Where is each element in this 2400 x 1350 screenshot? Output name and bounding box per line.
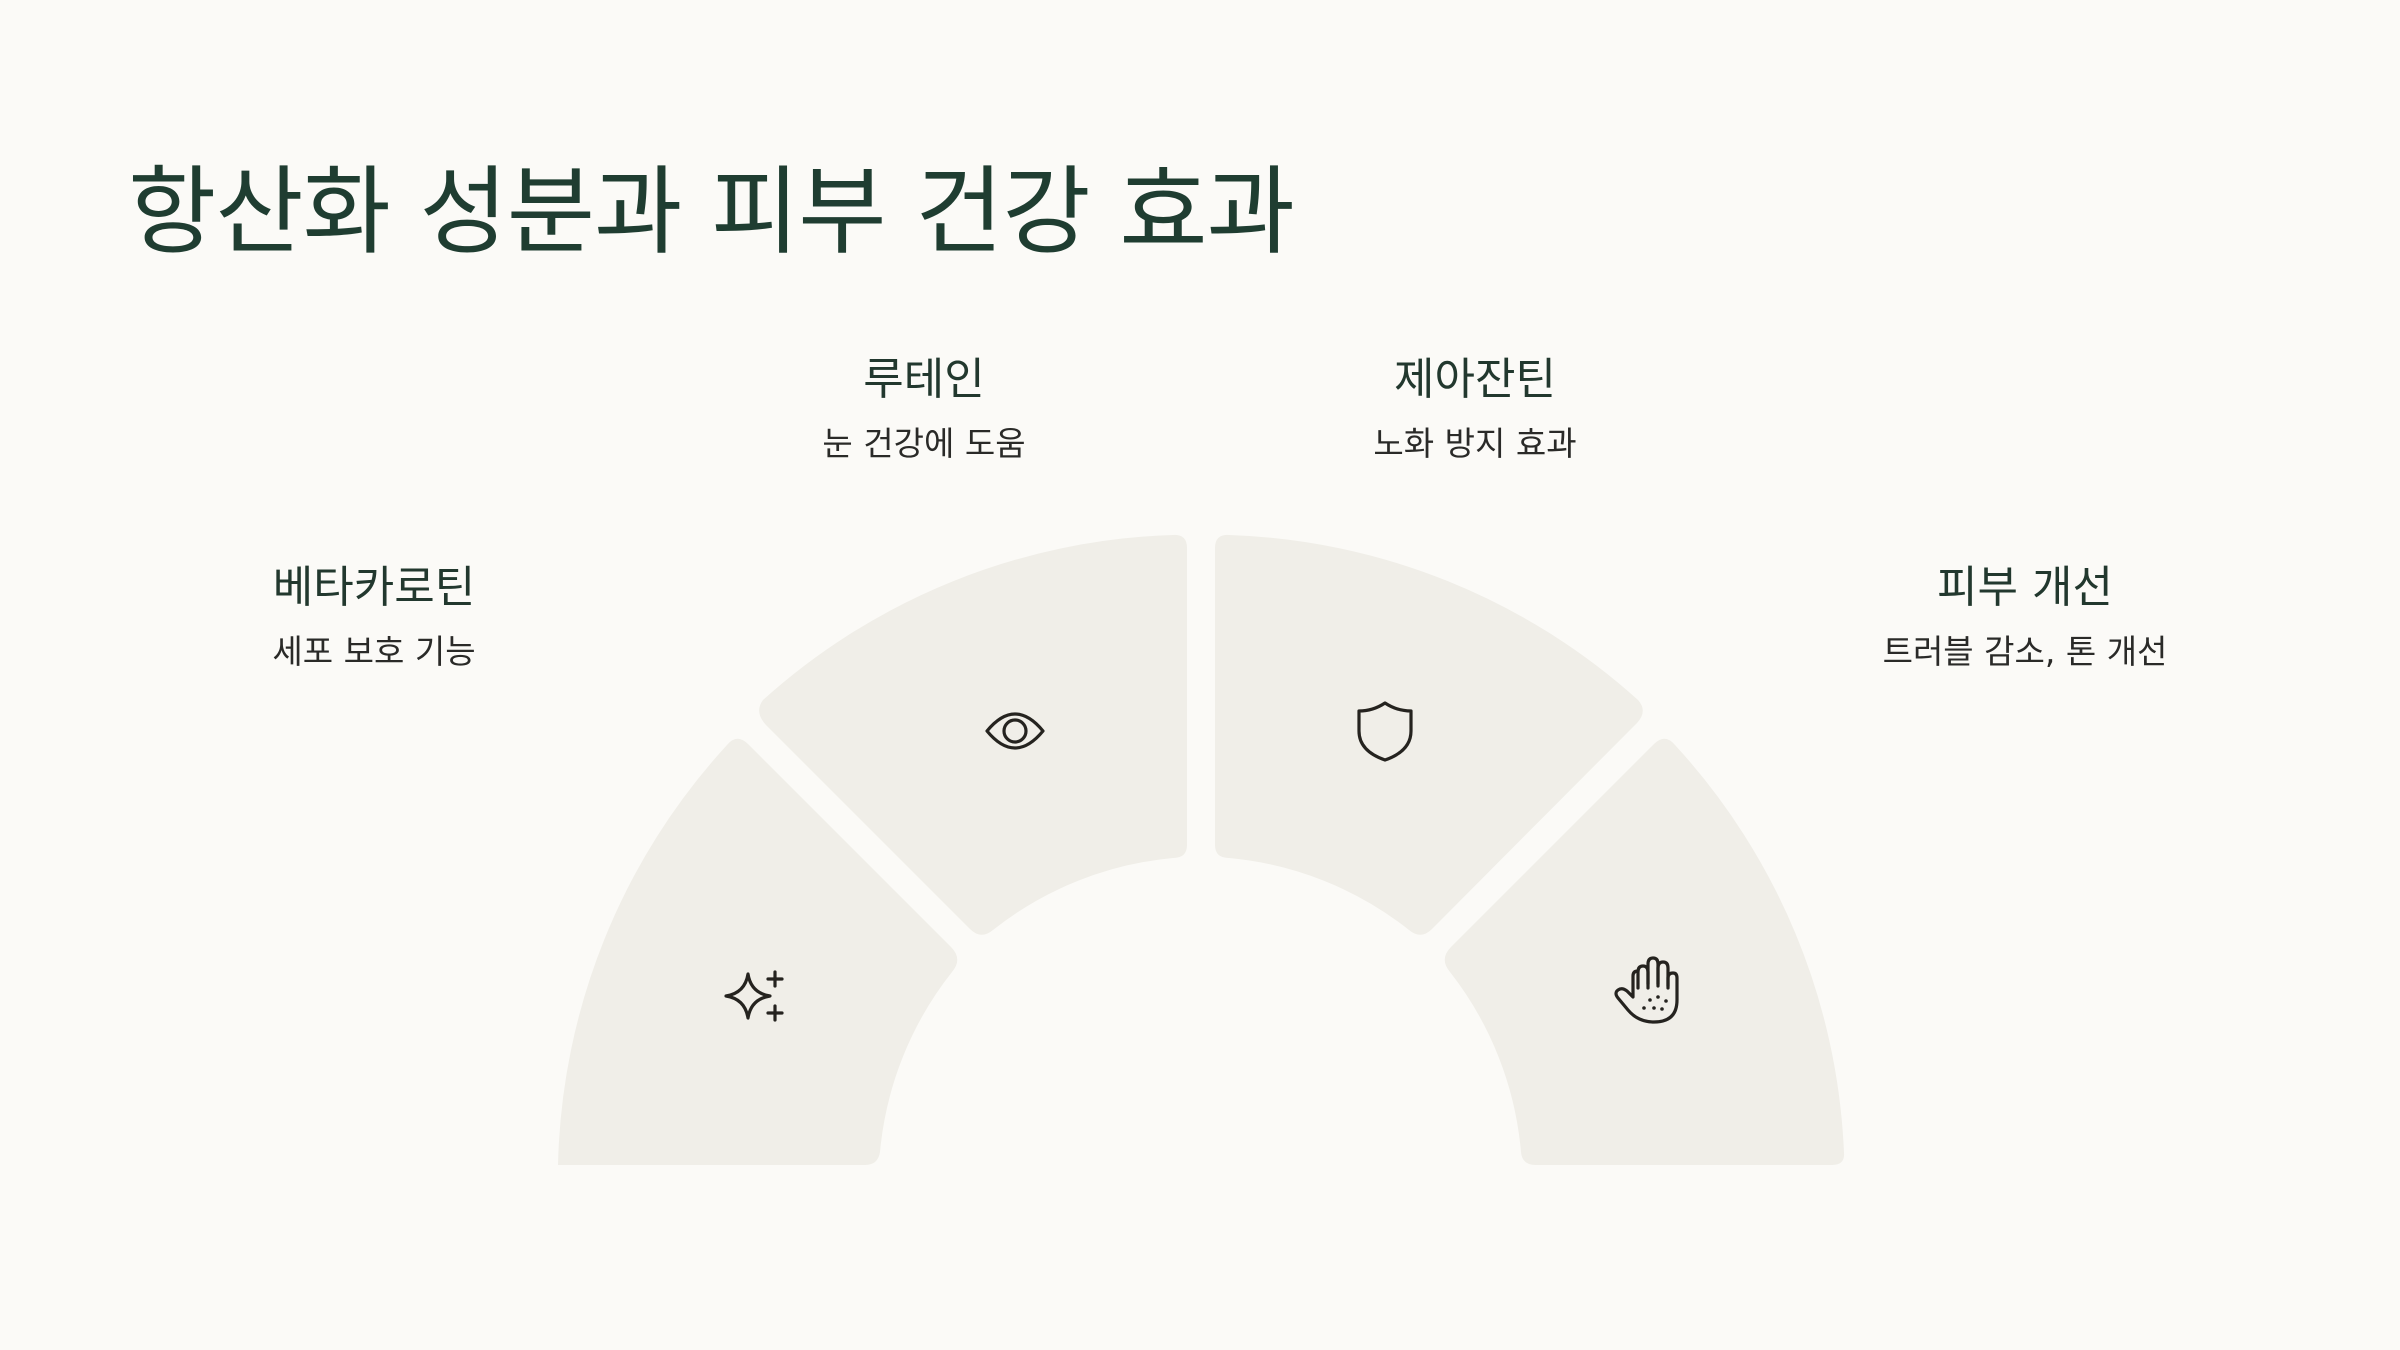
sparkles-icon — [724, 970, 784, 1022]
item-desc-skin-improvement: 트러블 감소, 톤 개선 — [1882, 632, 2168, 671]
label-zeaxanthin: 제아잔틴 노화 방지 효과 — [1195, 350, 1755, 466]
item-desc-beta-carotene: 세포 보호 기능 — [272, 632, 476, 671]
item-desc-zeaxanthin: 노화 방지 효과 — [1373, 424, 1577, 463]
segment-lutein — [759, 534, 1187, 935]
item-name-beta-carotene: 베타카로틴 — [272, 562, 476, 613]
label-skin-improvement: 피부 개선 트러블 감소, 톤 개선 — [1745, 558, 2305, 674]
eye-icon — [985, 712, 1045, 750]
segment-beta-carotene — [557, 738, 958, 1165]
label-lutein: 루테인 눈 건강에 도움 — [644, 350, 1204, 466]
item-desc-lutein: 눈 건강에 도움 — [822, 424, 1026, 463]
segment-zeaxanthin — [1215, 534, 1643, 935]
item-name-lutein: 루테인 — [863, 354, 985, 405]
page-title: 항산화 성분과 피부 건강 효과 — [128, 156, 1295, 268]
item-name-zeaxanthin: 제아잔틴 — [1394, 354, 1556, 405]
hand-icon — [1614, 956, 1679, 1024]
item-name-skin-improvement: 피부 개선 — [1937, 562, 2113, 613]
segment-skin-improvement — [1444, 738, 1845, 1165]
label-beta-carotene: 베타카로틴 세포 보호 기능 — [94, 558, 654, 674]
shield-icon — [1357, 701, 1413, 762]
